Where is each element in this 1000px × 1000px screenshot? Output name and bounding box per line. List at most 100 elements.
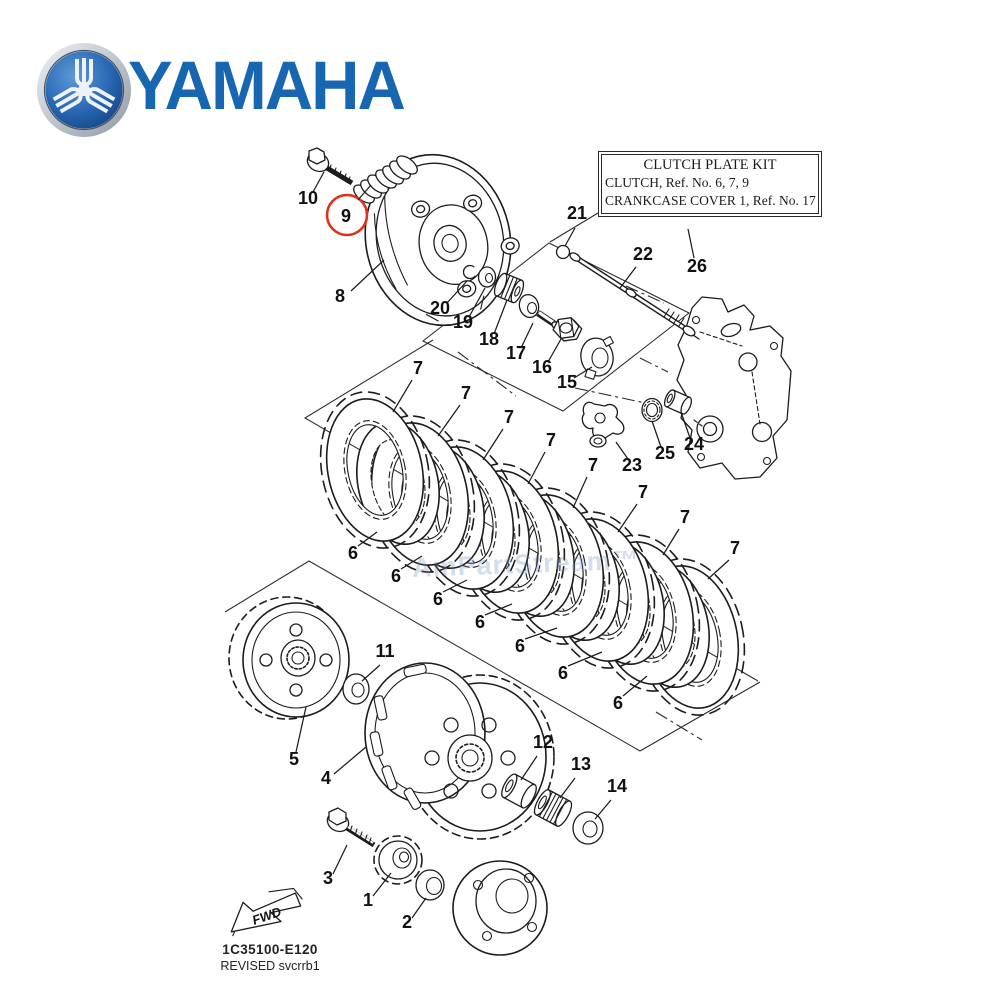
leader-line-15-8 bbox=[573, 366, 593, 379]
leader-line-2-38 bbox=[411, 897, 427, 919]
part-label-3-36: 3 bbox=[323, 868, 333, 888]
leader-line-6-25 bbox=[442, 579, 468, 593]
part-label-7-22: 7 bbox=[730, 538, 740, 558]
part-label-17-6: 17 bbox=[506, 343, 526, 363]
clutch-basket-drawing bbox=[364, 662, 555, 840]
part-code: 1C35100-E120 bbox=[222, 942, 318, 957]
leader-line-18-5 bbox=[493, 299, 508, 335]
brand-wordmark: YAMAHA bbox=[128, 47, 406, 124]
leader-line-9-1 bbox=[357, 184, 372, 201]
part-label-23-12: 23 bbox=[622, 455, 642, 475]
brand-header: YAMAHA bbox=[0, 0, 520, 150]
leader-line-26-11 bbox=[687, 228, 695, 259]
part-label-7-20: 7 bbox=[638, 482, 648, 502]
part-label-8-2: 8 bbox=[335, 286, 345, 306]
part-label-6-28: 6 bbox=[558, 663, 568, 683]
part-label-12-33: 12 bbox=[533, 732, 553, 752]
needle-bearing-drawing bbox=[533, 789, 573, 827]
part-label-22-10: 22 bbox=[633, 244, 653, 264]
ref-box-title: CLUTCH PLATE KIT bbox=[643, 157, 777, 173]
part-label-19-4: 19 bbox=[453, 312, 473, 332]
ball-drawing bbox=[555, 244, 571, 260]
oil-seal-drawing bbox=[641, 397, 663, 423]
part-label-4-32: 4 bbox=[321, 768, 331, 788]
leader-line-7-18 bbox=[527, 451, 546, 485]
part-label-24-14: 24 bbox=[684, 434, 704, 454]
part-label-18-5: 18 bbox=[479, 329, 499, 349]
rotor-drawing bbox=[452, 860, 548, 956]
leader-line-13-34 bbox=[559, 777, 576, 799]
leader-line-11-31 bbox=[361, 664, 381, 682]
part-label-7-15: 7 bbox=[413, 358, 423, 378]
leader-line-7-19 bbox=[572, 476, 588, 509]
leader-line-10-0 bbox=[312, 171, 325, 193]
part-label-7-18: 7 bbox=[546, 430, 556, 450]
leader-line-7-16 bbox=[437, 404, 461, 437]
washer-14-drawing bbox=[572, 811, 604, 845]
part-label-11-31: 11 bbox=[375, 641, 394, 661]
part-label-16-7: 16 bbox=[532, 357, 552, 377]
leader-line-20-3 bbox=[446, 280, 468, 304]
leader-line-7-22 bbox=[707, 559, 730, 580]
leader-line-16-7 bbox=[547, 338, 562, 363]
leader-line-6-24 bbox=[400, 555, 423, 570]
leader-line-3-36 bbox=[332, 844, 348, 875]
part-label-20-3: 20 bbox=[430, 298, 450, 318]
leader-line-6-28 bbox=[567, 651, 603, 667]
push-rod-drawing bbox=[569, 252, 700, 340]
ref-box-line2: CLUTCH, Ref. No. 6, 7, 9 bbox=[605, 175, 749, 190]
spacer-collar-drawing bbox=[501, 773, 537, 809]
part-label-6-29: 6 bbox=[613, 693, 623, 713]
release-lever-drawing bbox=[581, 401, 625, 448]
footer-part-code: 1C35100-E120 REVISED svcrrb1 bbox=[190, 942, 350, 973]
leader-line-14-35 bbox=[594, 799, 612, 820]
leader-line-24-14 bbox=[680, 411, 691, 439]
crankcase-cover-drawing bbox=[676, 296, 792, 480]
leader-line-6-29 bbox=[622, 675, 648, 697]
leader-line-7-17 bbox=[482, 428, 504, 461]
part-label-6-23: 6 bbox=[348, 543, 358, 563]
leader-line-6-27 bbox=[524, 627, 558, 640]
leader-line-1-37 bbox=[372, 872, 392, 897]
part-label-7-19: 7 bbox=[588, 455, 598, 475]
lock-washer-drawing bbox=[580, 335, 614, 380]
part-label-7-21: 7 bbox=[680, 507, 690, 527]
part-label-7-16: 7 bbox=[461, 383, 471, 403]
leader-line-8-2 bbox=[350, 259, 385, 292]
revision-code: REVISED svcrrb1 bbox=[220, 959, 320, 973]
leader-line-4-32 bbox=[333, 746, 367, 775]
spring-bolt-drawing bbox=[306, 147, 354, 186]
part-label-6-27: 6 bbox=[515, 636, 525, 656]
leader-line-7-20 bbox=[617, 503, 638, 533]
leader-line-22-10 bbox=[619, 266, 637, 289]
part-label-26-11: 26 bbox=[687, 256, 707, 276]
leader-line-21-9 bbox=[564, 227, 576, 247]
ribbed-roller-drawing bbox=[493, 272, 525, 304]
leader-line-7-15 bbox=[392, 379, 413, 413]
part-label-6-24: 6 bbox=[391, 566, 401, 586]
part-label-14-35: 14 bbox=[607, 776, 627, 796]
friction-plate-7-0 bbox=[319, 391, 431, 549]
thrust-washer-11-drawing bbox=[342, 673, 370, 705]
part-label-10-0: 10 bbox=[298, 188, 318, 208]
circlip-drawing bbox=[462, 264, 478, 280]
leader-line-6-23 bbox=[357, 531, 378, 547]
leader-line-5-30 bbox=[295, 706, 307, 753]
leader-line-7-21 bbox=[662, 528, 680, 556]
hex-nut-drawing bbox=[552, 317, 583, 342]
idler-gear-drawing bbox=[373, 835, 423, 885]
yamaha-tuning-fork-emblem-icon bbox=[37, 43, 131, 137]
clutch-spring-drawing bbox=[353, 155, 418, 204]
leader-line-12-33 bbox=[520, 755, 538, 781]
leader-line-25-13 bbox=[651, 420, 662, 448]
part-label-15-8: 15 bbox=[557, 372, 577, 392]
plate-stack bbox=[319, 391, 746, 716]
part-label-25-13: 25 bbox=[655, 443, 675, 463]
part-label-5-30: 5 bbox=[289, 749, 299, 769]
part-label-9-1: 9 bbox=[341, 206, 351, 226]
fwd-arrow: FWD bbox=[230, 887, 303, 937]
part-label-13-34: 13 bbox=[571, 754, 591, 774]
